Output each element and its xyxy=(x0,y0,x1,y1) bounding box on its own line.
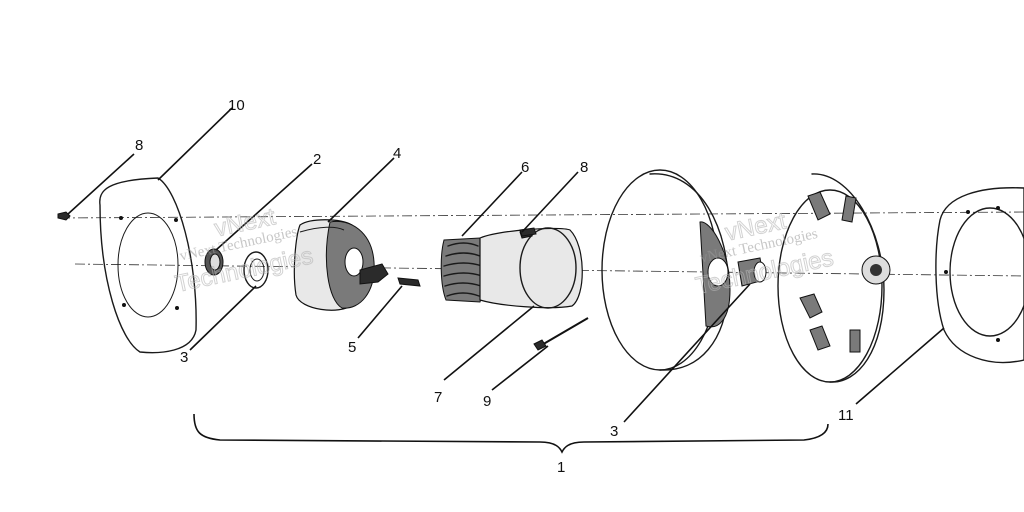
part-3-bushing-right xyxy=(737,257,767,287)
callout-4: 4 xyxy=(393,145,401,162)
assembly-bracket xyxy=(193,413,829,454)
part-4-hub xyxy=(293,219,389,311)
main-sheave xyxy=(601,169,731,371)
callout-8-left: 8 xyxy=(135,137,143,154)
callout-2: 2 xyxy=(313,151,321,168)
watermark-left: vNext vNext Technologies Technologies xyxy=(172,203,316,299)
callout-8-right: 8 xyxy=(580,159,588,176)
callout-7: 7 xyxy=(434,389,442,406)
part-6-spring xyxy=(440,237,485,303)
callout-6: 6 xyxy=(521,159,529,176)
part-11-outer-cover xyxy=(935,187,1024,364)
callout-3-left: 3 xyxy=(180,349,188,366)
part-9-shaft-pin xyxy=(533,317,589,351)
part-3-washer-left xyxy=(243,251,269,289)
callout-1: 1 xyxy=(557,459,565,476)
part-8-bolt-left xyxy=(57,211,71,221)
callout-10: 10 xyxy=(228,97,245,114)
callout-labels: 10 8 2 4 6 8 3 5 7 9 3 11 1 xyxy=(135,97,854,476)
part-2-seal-ring xyxy=(204,248,224,276)
callout-5: 5 xyxy=(348,339,356,356)
callout-9: 9 xyxy=(483,393,491,410)
part-5-pin xyxy=(397,277,421,287)
watermark-right: vNext vNext Technologies Technologies xyxy=(693,207,837,301)
callout-11: 11 xyxy=(838,407,854,424)
callout-3-right: 3 xyxy=(610,423,618,440)
part-7-sleeve xyxy=(479,227,583,309)
spider-assembly xyxy=(777,173,891,383)
leader-lines xyxy=(67,107,945,423)
part-10-cover-plate xyxy=(99,177,197,354)
